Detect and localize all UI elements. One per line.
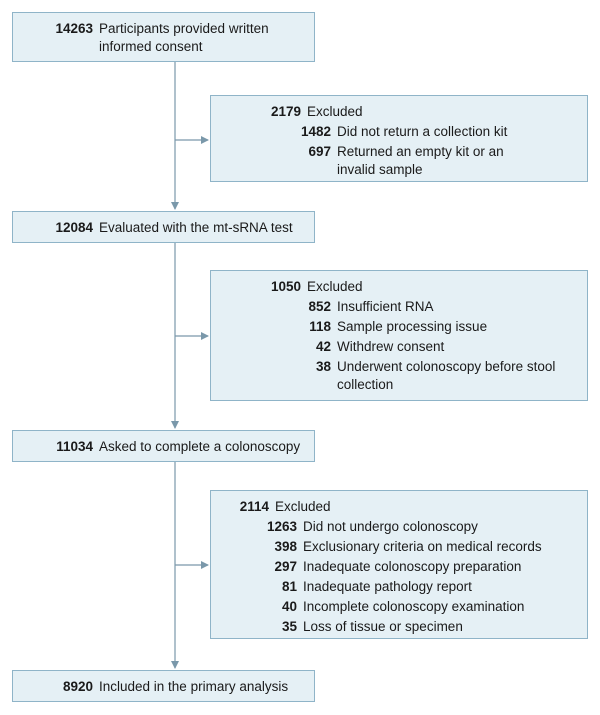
- step-count: 12084: [55, 220, 93, 235]
- reason-label: Loss of tissue or specimen: [303, 619, 463, 634]
- reason-label: Returned an empty kit or an invalid samp…: [337, 144, 504, 177]
- step-count: 11034: [56, 439, 93, 454]
- reason-count: 398: [274, 539, 297, 554]
- reason-count: 40: [281, 599, 297, 614]
- step-box-evaluated: 12084 Evaluated with the mt-sRNA test: [12, 211, 315, 243]
- exclusion-box-3: 2114 Excluded 1263 Did not undergo colon…: [210, 490, 588, 639]
- exclusion-total: 2179 Excluded: [211, 103, 579, 121]
- step-label: Included in the primary analysis: [99, 679, 289, 694]
- reason-count: 1482: [300, 124, 331, 139]
- excluded-count: 1050: [270, 279, 301, 294]
- reason-count: 852: [308, 299, 331, 314]
- reason-label: Inadequate pathology report: [303, 579, 472, 594]
- exclusion-reason: 38 Underwent colonoscopy before stool co…: [211, 358, 579, 394]
- reason-label: Insufficient RNA: [337, 299, 434, 314]
- reason-label: Inadequate colonoscopy preparation: [303, 559, 522, 574]
- step-box-consent: 14263 Participants provided written info…: [12, 12, 315, 62]
- exclusion-reason: 81 Inadequate pathology report: [211, 578, 579, 596]
- reason-label: Sample processing issue: [337, 319, 488, 334]
- exclusion-total: 1050 Excluded: [211, 278, 579, 296]
- reason-label: Withdrew consent: [337, 339, 445, 354]
- reason-label: Did not return a collection kit: [337, 124, 508, 139]
- exclusion-reason: 40 Incomplete colonoscopy examination: [211, 598, 579, 616]
- step-count: 14263: [55, 21, 93, 36]
- step-label: Asked to complete a colonoscopy: [99, 439, 301, 454]
- step-box-primary-analysis: 8920 Included in the primary analysis: [12, 670, 315, 702]
- reason-label: Exclusionary criteria on medical records: [303, 539, 542, 554]
- reason-count: 42: [315, 339, 331, 354]
- reason-label: Incomplete colonoscopy examination: [303, 599, 525, 614]
- exclusion-reason: 297 Inadequate colonoscopy preparation: [211, 558, 579, 576]
- reason-label: Did not undergo colonoscopy: [303, 519, 478, 534]
- exclusion-box-2: 1050 Excluded 852 Insufficient RNA 118 S…: [210, 270, 588, 401]
- exclusion-box-1: 2179 Excluded 1482 Did not return a coll…: [210, 95, 588, 182]
- exclusion-reason: 35 Loss of tissue or specimen: [211, 618, 579, 636]
- reason-count: 297: [274, 559, 297, 574]
- step-box-asked-colonoscopy: 11034 Asked to complete a colonoscopy: [12, 430, 315, 462]
- exclusion-reason: 1482 Did not return a collection kit: [211, 123, 579, 141]
- excluded-label: Excluded: [275, 499, 331, 514]
- step-label: Evaluated with the mt-sRNA test: [99, 220, 293, 235]
- reason-count: 35: [281, 619, 297, 634]
- reason-count: 81: [281, 579, 297, 594]
- step-label: Participants provided written informed c…: [99, 21, 269, 54]
- exclusion-reason: 118 Sample processing issue: [211, 318, 579, 336]
- step-count: 8920: [62, 679, 93, 694]
- exclusion-reason: 42 Withdrew consent: [211, 338, 579, 356]
- exclusion-total: 2114 Excluded: [211, 498, 579, 516]
- excluded-count: 2114: [239, 499, 269, 514]
- excluded-count: 2179: [270, 104, 301, 119]
- exclusion-reason: 398 Exclusionary criteria on medical rec…: [211, 538, 579, 556]
- reason-count: 118: [309, 319, 331, 334]
- exclusion-reason: 1263 Did not undergo colonoscopy: [211, 518, 579, 536]
- reason-label: Underwent colonoscopy before stool colle…: [337, 359, 556, 392]
- exclusion-reason: 697 Returned an empty kit or an invalid …: [211, 143, 579, 179]
- exclusion-reason: 852 Insufficient RNA: [211, 298, 579, 316]
- excluded-label: Excluded: [307, 279, 363, 294]
- reason-count: 1263: [266, 519, 297, 534]
- excluded-label: Excluded: [307, 104, 363, 119]
- reason-count: 38: [315, 359, 331, 374]
- reason-count: 697: [308, 144, 331, 159]
